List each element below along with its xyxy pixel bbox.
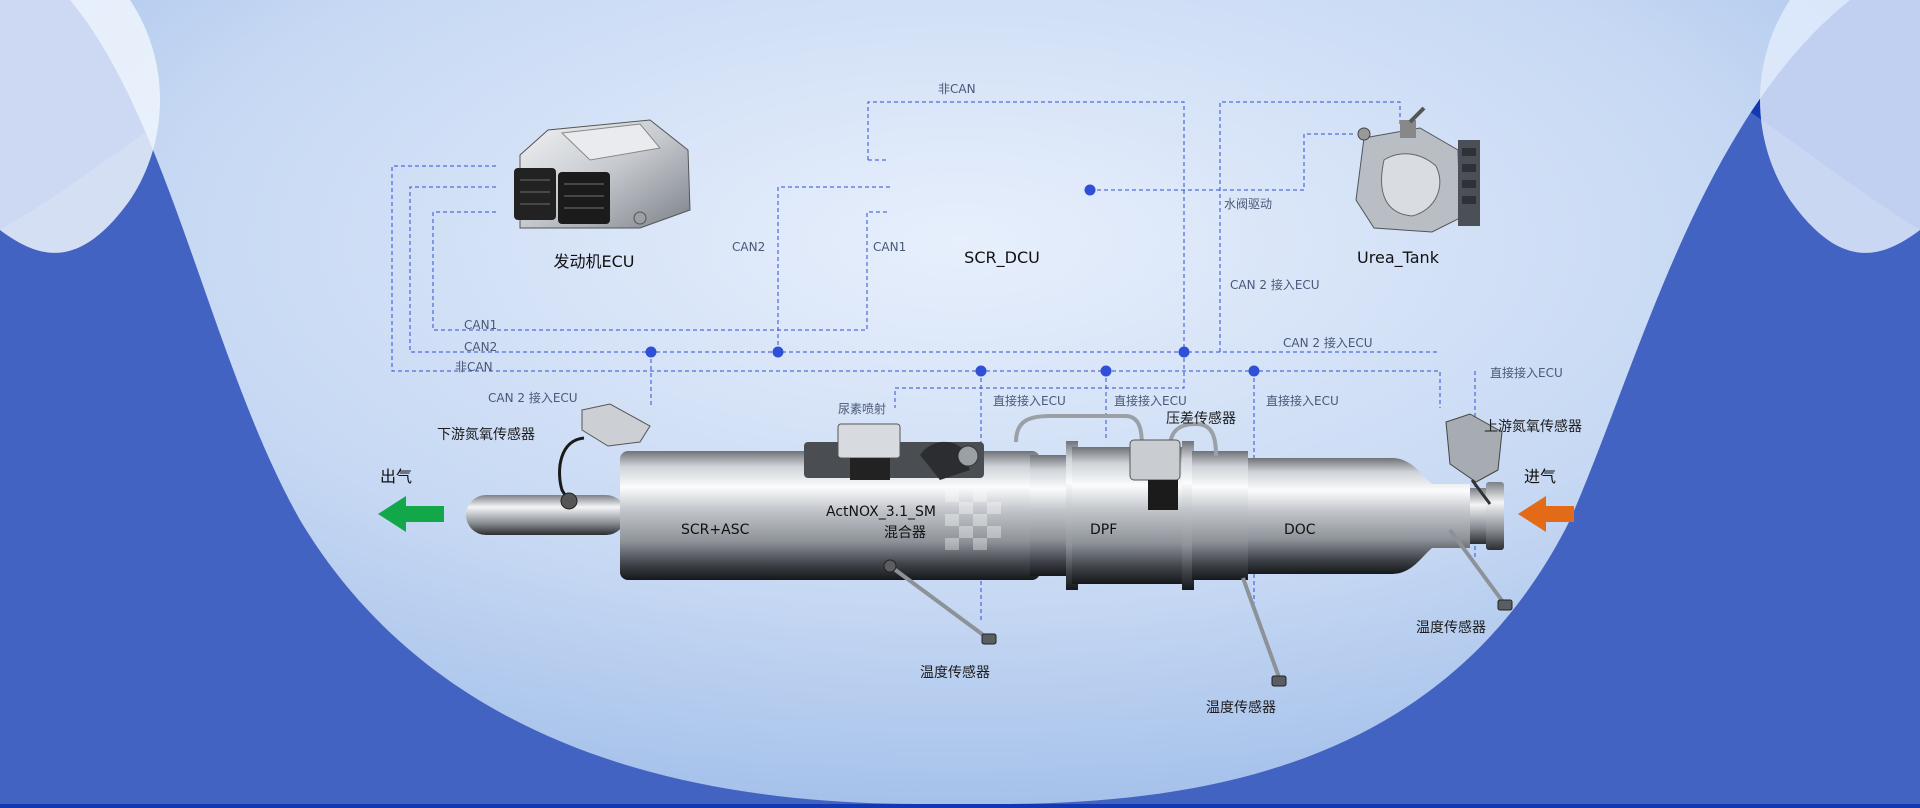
label-temp-sensor-3: 温度传感器 <box>1416 620 1486 636</box>
label-direct-ecu-1: 直接接入ECU <box>993 394 1066 408</box>
upstream-nox-sensor-image <box>1445 413 1503 505</box>
junction-dot <box>1178 346 1190 358</box>
wire-tank-can <box>1219 101 1401 352</box>
label-temp-sensor-2: 温度传感器 <box>1206 700 1276 716</box>
label-urea-injection: 尿素喷射 <box>838 402 887 416</box>
label-outlet: 出气 <box>380 467 413 486</box>
wire-non-can-top <box>867 101 1185 408</box>
urea-injector <box>804 423 984 480</box>
label-non-can-bus: 非CAN <box>455 360 493 374</box>
label-can2-ecu-downstream: CAN 2 接入ECU <box>488 391 578 405</box>
junction-dot <box>1248 365 1260 377</box>
outlet-arrow <box>378 496 444 532</box>
label-can2-ecu-tank: CAN 2 接入ECU <box>1230 278 1320 292</box>
label-doc: DOC <box>1284 522 1316 538</box>
label-urea-tank: Urea_Tank <box>1357 248 1439 267</box>
label-dpf: DPF <box>1090 522 1118 538</box>
urea-tank-image <box>1355 106 1480 233</box>
temp-probe-tips <box>883 559 1513 687</box>
label-temp-sensor-1: 温度传感器 <box>920 665 990 681</box>
inlet-arrow <box>1518 496 1574 532</box>
wire-can2-bus <box>409 186 1440 353</box>
pressure-diff-sensor <box>1014 414 1218 510</box>
inlet-flange <box>1486 482 1504 550</box>
label-direct-ecu-3: 直接接入ECU <box>1266 394 1339 408</box>
junction-dot <box>1100 365 1112 377</box>
label-valve-drive: 水阀驱动 <box>1224 197 1273 211</box>
junction-dot <box>645 346 657 358</box>
label-can1-bus: CAN1 <box>464 318 498 332</box>
label-can1-right: CAN1 <box>873 240 907 254</box>
label-upstream-nox-sensor: 上游氮氧传感器 <box>1484 419 1582 435</box>
label-scr-dcu: SCR_DCU <box>964 248 1040 267</box>
junction-dot <box>772 346 784 358</box>
wire-can2-dcu <box>777 186 890 352</box>
label-can2-left: CAN2 <box>732 240 766 254</box>
label-downstream-nox-sensor: 下游氮氧传感器 <box>437 427 535 443</box>
temp-probes <box>888 528 1508 681</box>
left-curl-shape <box>0 0 160 253</box>
label-mixer: 混合器 <box>884 525 926 541</box>
label-direct-ecu-far-right: 直接接入ECU <box>1490 366 1563 380</box>
junction-dot <box>1084 184 1096 196</box>
label-inlet: 进气 <box>1524 467 1557 486</box>
mixer-checker <box>945 490 1001 550</box>
exhaust-assembly <box>466 403 1513 687</box>
wire-non-can <box>391 165 1441 408</box>
label-pressure-diff-sensor: 压差传感器 <box>1166 411 1236 427</box>
label-non-can-top: 非CAN <box>938 82 976 96</box>
label-can2-ecu-upstream: CAN 2 接入ECU <box>1283 336 1373 350</box>
label-scr-asc: SCR+ASC <box>681 522 750 538</box>
label-engine-ecu: 发动机ECU <box>553 252 635 271</box>
label-actnox: ActNOX_3.1_SM <box>826 504 936 520</box>
scr-body <box>620 451 1040 580</box>
outlet-pipe <box>466 495 626 535</box>
label-can2-bus: CAN2 <box>464 340 498 354</box>
doc-body <box>1248 458 1470 574</box>
junction-dot <box>975 365 987 377</box>
engine-ecu-image <box>514 119 691 229</box>
downstream-nox-sensor-image <box>558 403 651 510</box>
junction-dots <box>645 184 1260 377</box>
wire-can1-bus <box>432 211 890 331</box>
right-curl-shape <box>1760 0 1920 253</box>
wire-valve-drive <box>1090 133 1355 191</box>
label-direct-ecu-2: 直接接入ECU <box>1114 394 1187 408</box>
